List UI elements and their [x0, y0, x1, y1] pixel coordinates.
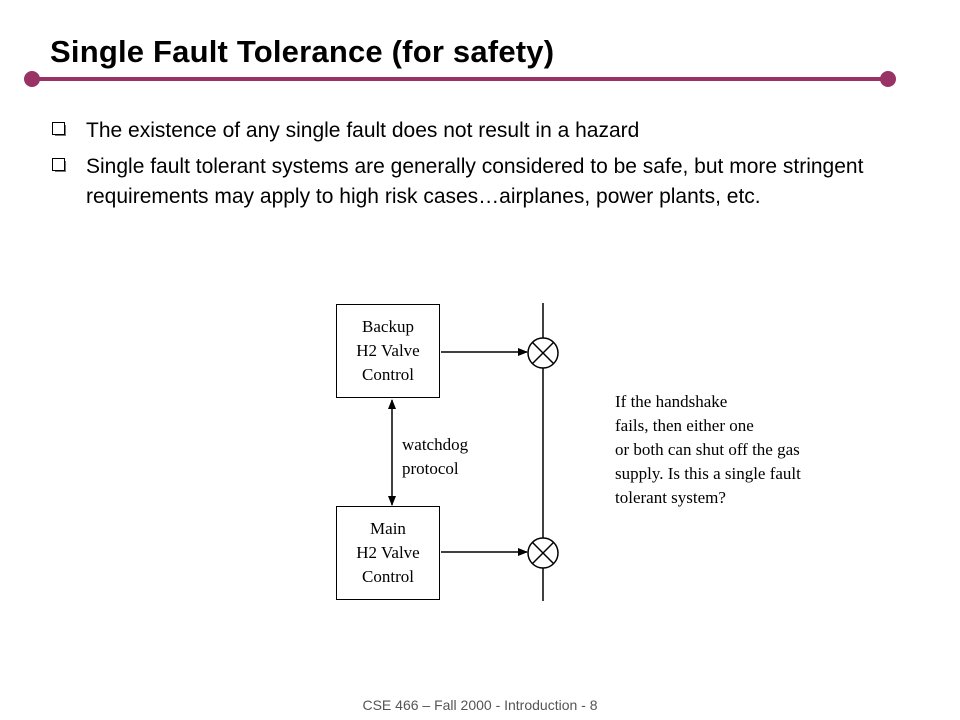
note-line: fails, then either one [615, 416, 754, 435]
bullet-item: Single fault tolerant systems are genera… [52, 152, 892, 212]
note-line: or both can shut off the gas [615, 440, 800, 459]
bullet-list: The existence of any single fault does n… [52, 116, 892, 218]
checkbox-bullet-icon [52, 158, 66, 172]
box-line: H2 Valve [356, 341, 420, 360]
backup-valve-control-box: Backup H2 Valve Control [336, 304, 440, 398]
note-line: If the handshake [615, 392, 728, 411]
bullet-item: The existence of any single fault does n… [52, 116, 892, 146]
main-valve-icon [527, 537, 559, 569]
box-line: Control [362, 567, 414, 586]
slide-title: Single Fault Tolerance (for safety) [50, 34, 555, 69]
title-underline-right-dot [880, 71, 896, 87]
label-line: watchdog [402, 435, 469, 454]
note-line: supply. Is this a single fault [615, 464, 801, 483]
label-line: protocol [402, 459, 459, 478]
title-underline-left-dot [24, 71, 40, 87]
box-line: Main [370, 519, 406, 538]
slide-footer: CSE 466 – Fall 2000 - Introduction - 8 [362, 697, 598, 713]
note-line: tolerant system? [615, 488, 726, 507]
handshake-note: If the handshake fails, then either one … [615, 390, 875, 510]
backup-valve-icon [527, 337, 559, 369]
box-line: Control [362, 365, 414, 384]
box-line: H2 Valve [356, 543, 420, 562]
bullet-text: The existence of any single fault does n… [86, 119, 640, 142]
main-valve-control-box: Main H2 Valve Control [336, 506, 440, 600]
box-line: Backup [362, 317, 414, 336]
checkbox-bullet-icon [52, 122, 66, 136]
bullet-text: Single fault tolerant systems are genera… [86, 155, 864, 208]
title-underline [24, 71, 896, 87]
watchdog-protocol-label: watchdog protocol [402, 433, 468, 481]
title-underline-bar [32, 77, 888, 81]
